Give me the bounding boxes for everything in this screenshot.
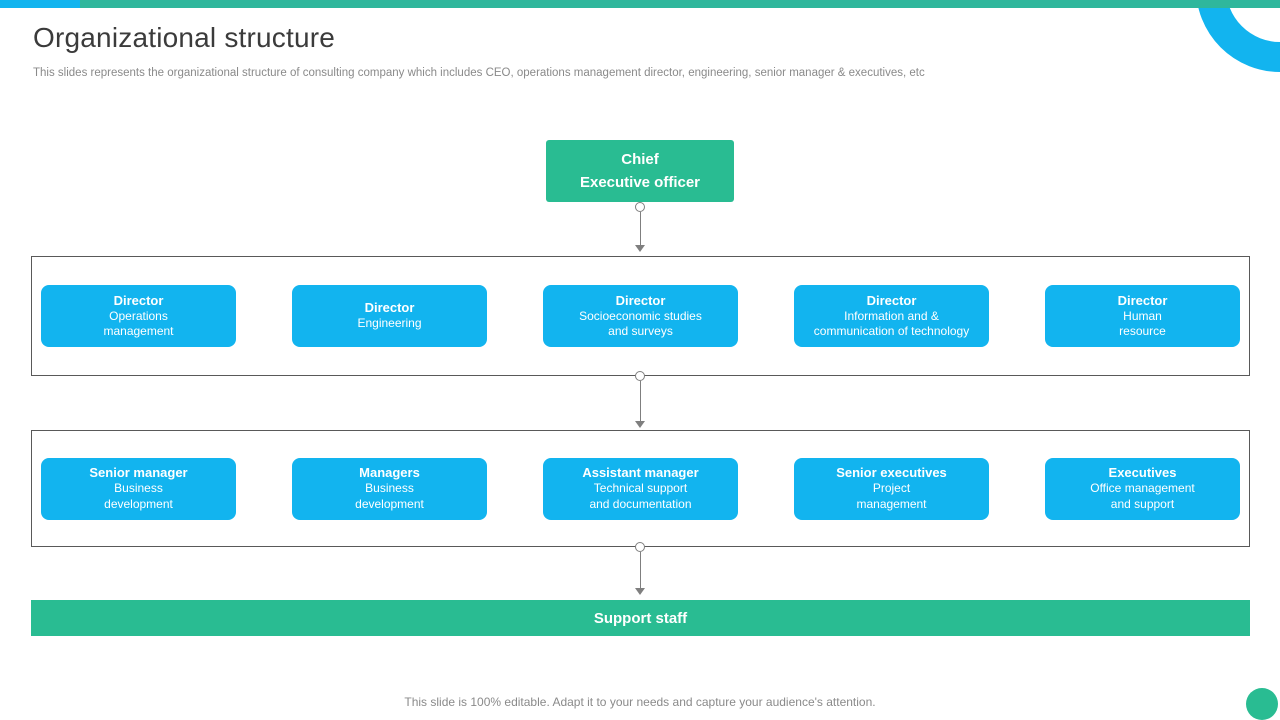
org-node-title: Assistant manager <box>582 465 699 480</box>
tier1-container: Director Operations management Director … <box>31 256 1250 376</box>
tier2-container: Senior manager Business development Mana… <box>31 430 1250 547</box>
org-node-senior-manager: Senior manager Business development <box>41 457 236 520</box>
org-node-executives: Executives Office management and support <box>1045 457 1240 520</box>
org-node-line: and surveys <box>608 324 673 338</box>
org-node-line: Operations <box>109 308 168 323</box>
connector-tier1-to-tier2 <box>634 371 646 428</box>
connector-ceo-to-tier1 <box>634 202 646 252</box>
org-node-director-hr: Director Human resource <box>1045 285 1240 347</box>
org-node-assistant-manager: Assistant manager Technical support and … <box>543 457 738 520</box>
connector-dot <box>635 202 645 212</box>
org-node-title: Executives <box>1108 465 1177 480</box>
org-node-title: Director <box>113 292 164 308</box>
org-node-director-engineering: Director Engineering <box>292 285 487 347</box>
org-node-line: Information and & <box>844 308 939 323</box>
org-node-title: Director <box>364 300 415 316</box>
org-node-line: Engineering <box>357 316 422 331</box>
org-node-director-socioeconomic: Director Socioeconomic studies and surve… <box>543 285 738 347</box>
org-node-director-operations: Director Operations management <box>41 285 236 347</box>
org-node-line: development <box>355 496 424 511</box>
connector-dot <box>635 542 645 552</box>
arrow-down-icon <box>635 588 645 595</box>
org-node-line: communication of technology <box>813 324 970 338</box>
top-bar-decoration <box>0 0 1280 8</box>
connector-line <box>639 212 641 245</box>
org-node-director-ict: Director Information and & communication… <box>794 285 989 347</box>
connector-line <box>639 381 641 421</box>
org-node-line: development <box>104 496 173 511</box>
org-node-line: Office management <box>1090 481 1195 495</box>
corner-dot-decoration <box>1246 688 1278 720</box>
top-bar-accent-decoration <box>0 0 80 8</box>
org-node-line: management <box>103 324 174 338</box>
org-node-line: Project <box>872 481 911 495</box>
org-node-ceo-subtitle: Executive officer <box>579 174 701 191</box>
corner-ring-decoration <box>1196 0 1280 72</box>
org-node-title: Senior manager <box>89 465 188 480</box>
org-node-managers: Managers Business development <box>292 457 487 520</box>
org-node-title: Senior executives <box>836 465 947 480</box>
slide-title: Organizational structure <box>33 22 336 53</box>
org-node-line: Business <box>114 481 163 495</box>
footer-note: This slide is 100% editable. Adapt it to… <box>404 695 876 709</box>
org-node-line: resource <box>1119 324 1166 338</box>
org-node-title: Managers <box>359 465 420 480</box>
org-node-senior-executives: Senior executives Project management <box>794 457 989 520</box>
org-node-line: Business <box>365 481 414 495</box>
org-node-title: Director <box>1117 292 1168 308</box>
connector-line <box>639 552 641 588</box>
org-node-line: and support <box>1110 496 1175 511</box>
org-node-line: management <box>856 496 927 511</box>
connector-dot <box>635 371 645 381</box>
org-node-line: Technical support <box>593 481 688 495</box>
org-node-title: Director <box>615 292 666 308</box>
org-node-line: and documentation <box>589 496 692 511</box>
org-node-title: Director <box>866 292 917 308</box>
org-node-line: Human <box>1123 308 1162 323</box>
support-staff-bar: Support staff <box>31 600 1250 636</box>
support-staff-label: Support staff <box>593 609 688 627</box>
org-node-ceo: Chief Executive officer <box>546 140 734 202</box>
org-node-line: Socioeconomic studies <box>579 308 702 323</box>
arrow-down-icon <box>635 421 645 428</box>
slide-subtitle: This slides represents the organizationa… <box>33 67 925 79</box>
connector-tier2-to-support <box>634 542 646 595</box>
org-node-ceo-title: Chief <box>621 151 659 168</box>
arrow-down-icon <box>635 245 645 252</box>
